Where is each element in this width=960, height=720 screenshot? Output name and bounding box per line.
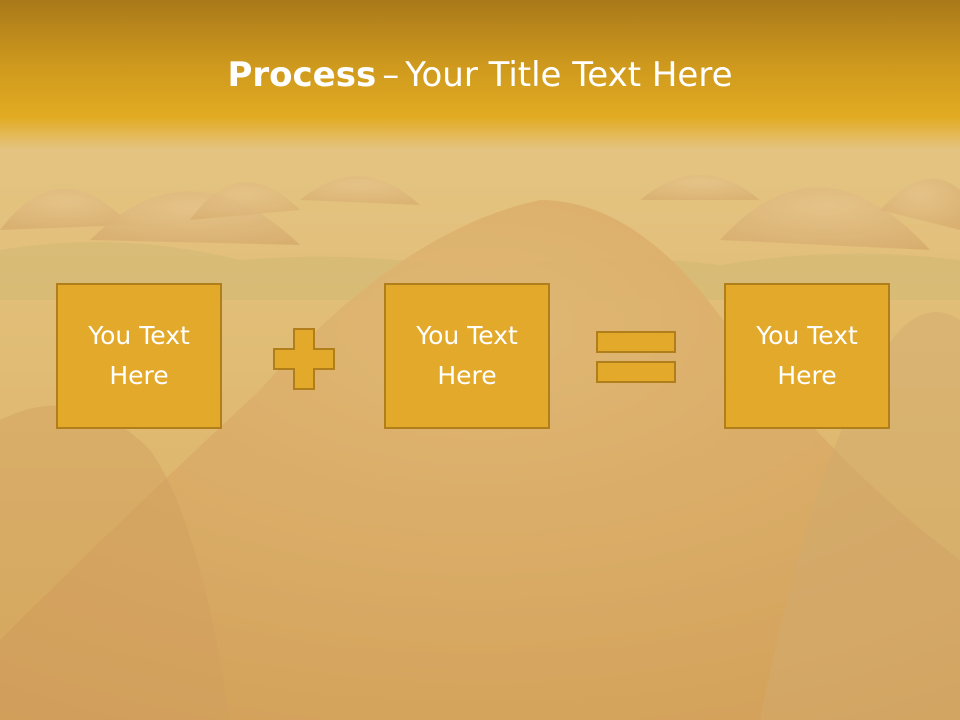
process-box-3: You Text Here	[724, 283, 890, 429]
process-box-3-label: You Text Here	[756, 321, 858, 390]
process-box-1-label: You Text Here	[88, 321, 190, 390]
process-box-1: You Text Here	[56, 283, 222, 429]
title-band	[0, 0, 960, 150]
process-box-2: You Text Here	[384, 283, 550, 429]
title-dash: –	[382, 55, 400, 95]
plus-icon	[273, 328, 335, 390]
process-box-2-label: You Text Here	[416, 321, 518, 390]
slide-title: Process–Your Title Text Here	[0, 52, 960, 98]
title-bold-part: Process	[227, 55, 377, 95]
equals-icon	[596, 331, 676, 383]
title-rest-part: Your Title Text Here	[405, 55, 733, 95]
